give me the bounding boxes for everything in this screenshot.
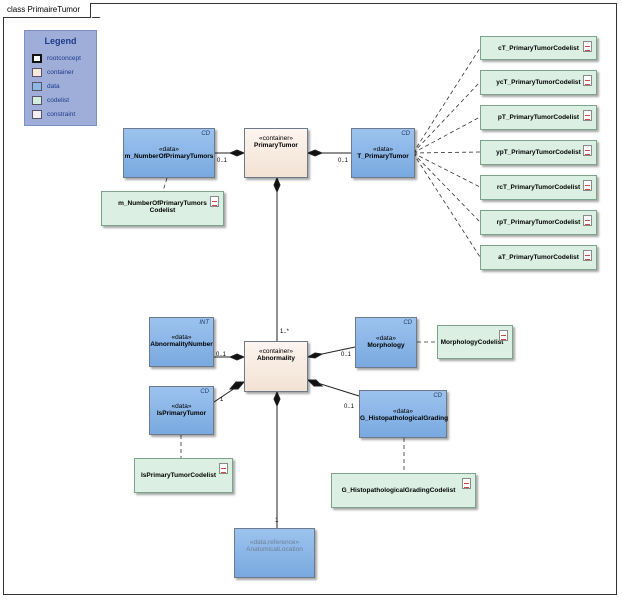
document-icon — [583, 145, 592, 156]
document-icon — [210, 196, 219, 207]
composition-diamond — [228, 353, 246, 361]
codelist-dashed-line — [412, 152, 481, 188]
composition-diamond — [306, 352, 324, 359]
codelist-dashed-line — [412, 47, 481, 154]
legend-swatch — [32, 68, 42, 77]
document-icon — [583, 180, 592, 191]
document-icon — [583, 75, 592, 86]
multiplicity-label: 0..1 — [338, 158, 349, 164]
multiplicity-label: 0..1 — [344, 404, 355, 410]
codelist-dashed-line — [412, 116, 481, 154]
composition-diamond — [306, 379, 324, 387]
legend-swatch — [32, 82, 42, 91]
composition-diamond — [306, 149, 324, 157]
node-morphology[interactable]: CD «data» Morphology — [355, 317, 417, 368]
codelist-dashed-line — [412, 152, 481, 223]
document-icon — [583, 110, 592, 121]
document-icon — [583, 215, 592, 226]
codelist-morphology[interactable]: MorphologyCodelist — [437, 325, 513, 359]
codelist-is-primary-tumor[interactable]: IsPrimaryTumorCodelist — [134, 458, 233, 493]
legend-swatch — [32, 54, 42, 63]
codelist-rct-primary-tumor[interactable]: rcT_PrimaryTumorCodelist — [480, 175, 597, 200]
node-abnormality[interactable]: «container» Abnormality — [244, 341, 308, 392]
legend-swatch — [32, 110, 42, 119]
multiplicity-label: 1 — [275, 518, 279, 524]
node-g-histopathological-grading[interactable]: CD «data» G_HistopathologicalGrading — [359, 390, 448, 438]
document-icon — [219, 463, 228, 474]
multiplicity-label: 0..1 — [341, 352, 352, 358]
codelist-ypt-primary-tumor[interactable]: ypT_PrimaryTumorCodelist — [480, 140, 597, 165]
multiplicity-label: 1..* — [280, 329, 290, 335]
codelist-at-primary-tumor[interactable]: aT_PrimaryTumorCodelist — [480, 245, 597, 270]
node-abnormality-number[interactable]: INT «data» AbnormalityNumber — [149, 317, 214, 367]
codelist-dashed-line — [412, 81, 481, 154]
codelist-ct-primary-tumor[interactable]: cT_PrimaryTumorCodelist — [480, 36, 597, 60]
document-icon — [462, 478, 471, 489]
document-icon — [583, 250, 592, 261]
composition-diamond — [273, 176, 281, 194]
codelist-dashed-line — [412, 151, 481, 154]
composition-diamond — [228, 149, 246, 157]
node-anatomical-location[interactable]: «data,reference» AnatomicalLocation — [234, 528, 315, 578]
document-icon — [499, 330, 508, 341]
diagram-frame — [3, 3, 617, 595]
codelist-dashed-line — [162, 177, 168, 192]
codelist-dashed-line — [412, 152, 481, 258]
legend-swatch — [32, 96, 42, 105]
node-primary-tumor[interactable]: «container» PrimaryTumor — [244, 128, 308, 178]
multiplicity-label: 1 — [220, 397, 224, 403]
codelist-g-histopathological-grading[interactable]: G_HistopathologicalGradingCodelist — [331, 473, 476, 508]
multiplicity-label: 0..1 — [216, 352, 227, 358]
node-is-primary-tumor[interactable]: CD «data» IsPrimaryTumor — [149, 386, 214, 435]
legend: Legend rootconcept container data codeli… — [24, 30, 97, 126]
legend-title: Legend — [44, 36, 77, 46]
codelist-pt-primary-tumor[interactable]: pT_PrimaryTumorCodelist — [480, 105, 597, 130]
composition-diamond — [228, 381, 246, 390]
document-icon — [583, 41, 592, 52]
codelist-yct-primary-tumor[interactable]: ycT_PrimaryTumorCodelist — [480, 70, 597, 95]
multiplicity-label: 0..1 — [217, 158, 228, 164]
composition-diamond — [273, 390, 281, 408]
codelist-rpt-primary-tumor[interactable]: rpT_PrimaryTumorCodelist — [480, 210, 597, 235]
node-t-primary-tumor[interactable]: CD «data» T_PrimaryTumor — [351, 128, 415, 178]
node-m-number-of-primary-tumors[interactable]: CD «data» m_NumberOfPrimaryTumors — [123, 128, 215, 178]
codelist-m-number-of-primary-tumors[interactable]: m_NumberOfPrimaryTumors Codelist — [101, 191, 224, 226]
diagram-title: class PrimaireTumor — [3, 3, 92, 18]
